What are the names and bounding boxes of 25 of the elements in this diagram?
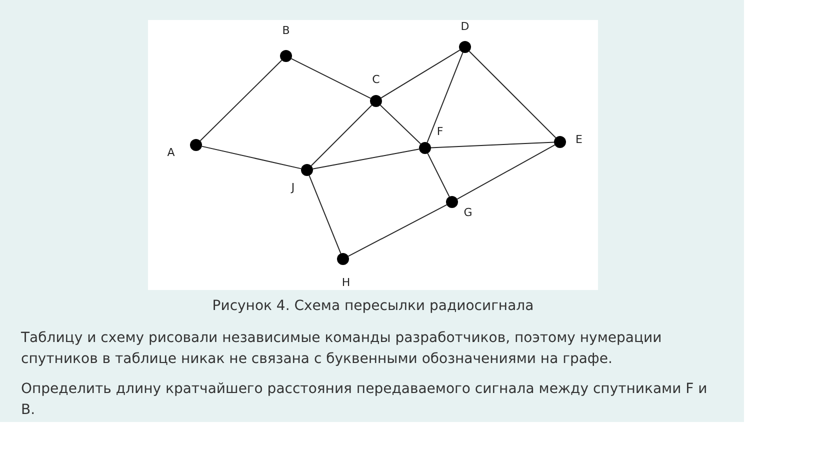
graph-edge: [380, 104, 422, 144]
graph-edge: [380, 50, 460, 98]
vertex-label: G: [464, 206, 472, 220]
graph-edge: [348, 204, 448, 257]
graph-edge: [308, 175, 342, 254]
vertex-label: B: [282, 24, 290, 38]
graph-edge: [468, 50, 556, 138]
vertex-label: A: [167, 146, 175, 160]
graph-edge: [456, 144, 556, 200]
graph-edge: [426, 52, 464, 143]
vertex-label: E: [576, 133, 582, 147]
paragraph: Определить длину кратчайшего расстояния передаваемого сигнала между спутниками F и B.: [21, 380, 708, 420]
graph-edge: [290, 58, 372, 99]
vertex-label: H: [342, 276, 350, 290]
graph-edge: [201, 146, 302, 170]
figure-caption: Рисунок 4. Схема пересылки радиосигнала: [211, 298, 535, 314]
graph-edge: [427, 152, 450, 198]
paragraph: Таблицу и схему рисовали независимые команды разработчиков, поэтому нумерации спутников в таблице никак не связана с буквенными обозначениями на графе.: [21, 329, 663, 369]
graph-edge: [312, 148, 420, 170]
vertex-label: J: [291, 181, 295, 195]
graph-edge: [200, 60, 282, 142]
vertex-label: F: [436, 125, 444, 139]
vertex-label: D: [460, 20, 470, 34]
vertex-label: C: [372, 73, 380, 87]
graph-edge: [310, 104, 372, 166]
